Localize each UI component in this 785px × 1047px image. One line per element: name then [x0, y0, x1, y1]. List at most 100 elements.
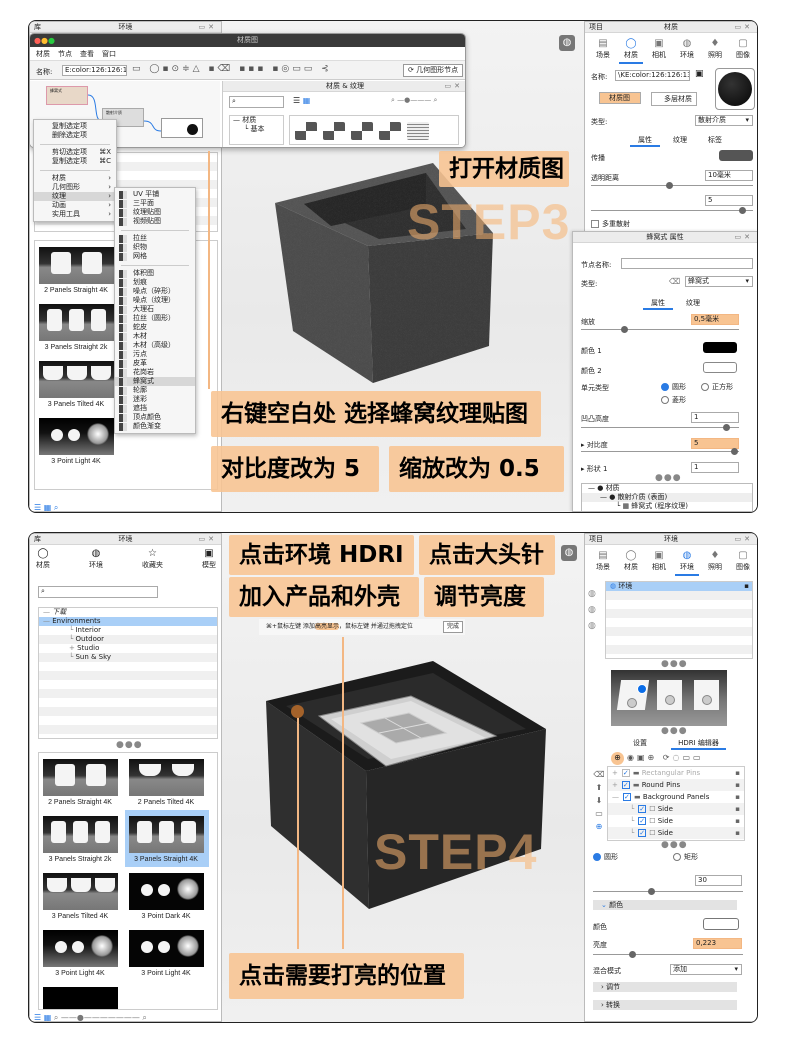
material-graph-button[interactable]: 材质图 [599, 92, 641, 104]
multi-layer-material-button[interactable]: 多层材质 [651, 92, 697, 106]
transform-section-header[interactable]: › 转换 [593, 1000, 737, 1010]
lock-icon[interactable]: ▪ [735, 817, 740, 825]
tree-item[interactable]: └ 基本 [244, 125, 265, 133]
tab-0[interactable]: ▤场景 [591, 38, 615, 64]
close-icon[interactable]: ▭✕ [198, 535, 217, 543]
brightness-input[interactable]: 0,223 [693, 938, 742, 949]
lock-icon[interactable]: ▪ [735, 805, 740, 813]
pin-add-icon[interactable]: ⊕ [611, 752, 624, 765]
hdri-thumbnail-item[interactable]: 3 Point Light 4K [35, 412, 119, 469]
menu-item[interactable]: 拉丝 [115, 234, 195, 243]
light-pin[interactable] [702, 695, 712, 705]
tab-3[interactable]: ◍环境 [675, 550, 699, 576]
menu-item[interactable]: 拉丝（圆形） [115, 314, 195, 323]
menu-item[interactable]: 纹理› [34, 192, 116, 201]
library-search-input[interactable]: ⌕ [38, 586, 158, 598]
menu-item[interactable]: 几何图形› [34, 183, 116, 192]
multi-scatter-checkbox[interactable]: 多重散射 [591, 219, 630, 229]
save-icon[interactable]: ▣ [695, 69, 704, 79]
search-input[interactable]: ⌕ [229, 96, 284, 108]
menu-item[interactable]: 材质› [34, 174, 116, 183]
environment-globe-icon[interactable]: ◍ [559, 35, 575, 51]
shape-rect-radio[interactable]: 矩形 [673, 852, 698, 862]
menu-item[interactable]: 污点 [115, 350, 195, 359]
tree-item[interactable]: └ Outdoor [39, 635, 217, 644]
tab-hdri-editor[interactable]: HDRI 编辑器 [671, 738, 726, 750]
light-pin[interactable] [627, 698, 637, 708]
tab-2[interactable]: ▣相机 [647, 550, 671, 576]
layer-item[interactable]: └✓☐ Side▪ [608, 815, 744, 827]
tab-properties[interactable]: 属性 [643, 298, 673, 310]
tree-item[interactable]: — 下载 [39, 608, 217, 617]
hdri-thumbnail-item[interactable] [39, 981, 123, 1009]
hdri-editor-toolbar[interactable]: ◉▣⊕ ⟳◌▭▭ [627, 753, 704, 762]
layer-item[interactable]: └✓☐ Side▪ [608, 827, 744, 839]
done-button[interactable]: 完成 [442, 621, 463, 633]
menu-item[interactable]: 迷彩 [115, 395, 195, 404]
tab-settings[interactable]: 设置 [633, 739, 647, 747]
menu-item[interactable]: 轮廓 [115, 386, 195, 395]
menu-item[interactable]: 体积图 [115, 269, 195, 278]
menu-item[interactable]: 顶点颜色 [115, 413, 195, 422]
cell-type-square-radio[interactable]: 正方形 [701, 382, 733, 392]
menu-item[interactable]: UV 平铺 [115, 190, 195, 199]
menu-item[interactable]: 动画› [34, 201, 116, 210]
menu-item[interactable]: 木材 [115, 332, 195, 341]
window-controls[interactable]: ●●● [34, 36, 55, 45]
library-tab-0[interactable]: ◯材质 [36, 548, 50, 570]
tab-5[interactable]: ▢图像 [731, 38, 755, 64]
size-input[interactable]: 30 [695, 875, 742, 886]
layer-item[interactable]: +✓▬ Round Pins▪ [608, 779, 744, 791]
geometry-node-button[interactable]: ⟳ 几何图形节点 [403, 64, 463, 77]
tab-5[interactable]: ▢图像 [731, 550, 755, 576]
hdri-thumbnail-item[interactable]: 2 Panels Straight 4K [39, 753, 123, 810]
environment-list-item[interactable]: ◍ 环境▪ [606, 582, 752, 591]
add-environment-icons[interactable]: ◍◍◍ [588, 589, 596, 631]
menu-item[interactable]: 三平面 [115, 199, 195, 208]
menu-item[interactable]: 织物 [115, 243, 195, 252]
blend-mode-select[interactable]: 添加 [670, 964, 742, 975]
tree-item[interactable]: — ● 材质 [588, 484, 620, 492]
layer-item[interactable]: —✓▬ Background Panels▪ [608, 791, 744, 803]
bump-slider[interactable] [581, 424, 739, 431]
tab-2[interactable]: ▣相机 [647, 38, 671, 64]
menu-item[interactable]: 遮挡 [115, 404, 195, 413]
visibility-checkbox[interactable]: ✓ [638, 829, 647, 837]
menu-item[interactable]: 噪点（纹理） [115, 296, 195, 305]
tree-item[interactable]: └ Interior [39, 626, 217, 635]
lock-icon[interactable]: ▪ [744, 582, 749, 590]
view-mode-icons[interactable]: ☰ ▦ [293, 96, 311, 105]
visibility-checkbox[interactable]: ✓ [621, 781, 630, 789]
size-slider[interactable] [593, 888, 743, 895]
color2-swatch[interactable] [703, 362, 737, 373]
scatter-slider[interactable] [591, 207, 753, 214]
cell-type-circle-radio[interactable]: 圆形 [661, 382, 686, 392]
hdri-preview[interactable] [611, 670, 727, 726]
scale-input[interactable]: 0,5毫米 [691, 314, 739, 325]
material-type-select[interactable]: 散射介质 [695, 115, 753, 126]
menu-item[interactable]: 视频贴图 [115, 217, 195, 226]
graph-toolbar-icons[interactable]: ▭ ◯▪⊙≑△ ▪⌫ ▪▪▪ ▪◎▭▭ ⊰ [132, 64, 332, 74]
hdri-thumbnail-item[interactable]: 2 Panels Tilted 4K [125, 753, 209, 810]
menu-item[interactable]: 剪切选定项⌘X [34, 148, 116, 157]
light-pin[interactable] [665, 695, 675, 705]
library-tab-1[interactable]: ◍环境 [89, 548, 103, 570]
hdri-thumbnail-item[interactable]: 3 Panels Straight 2k [39, 810, 123, 867]
menu-item[interactable]: 噪点（碎形） [115, 287, 195, 296]
hdri-thumbnail-item[interactable]: 2 Panels Straight 4K [35, 241, 119, 298]
tree-item[interactable]: └ ▦ 蜂窝式 (程序纹理) [616, 502, 688, 510]
light-pin[interactable] [637, 684, 647, 694]
contrast-input[interactable]: 5 [691, 438, 739, 449]
menu-item[interactable]: 实用工具› [34, 210, 116, 219]
tree-item[interactable]: + Studio [39, 644, 217, 653]
close-icon[interactable]: ▭✕ [734, 233, 753, 241]
honeycomb-node[interactable]: 蜂窝式 [46, 86, 88, 105]
scatter-value-input[interactable]: 5 [705, 195, 753, 206]
trash-icon[interactable]: ⌫ [669, 277, 681, 286]
tab-4[interactable]: ♦照明 [703, 550, 727, 576]
visibility-checkbox[interactable]: ✓ [638, 805, 647, 813]
node-type-select[interactable]: 蜂窝式 [685, 276, 753, 287]
menu-item[interactable]: 蜂窝式 [115, 377, 195, 386]
library-tab-3[interactable]: ▣模型 [202, 548, 216, 570]
tree-item[interactable]: — Environments [39, 617, 217, 626]
